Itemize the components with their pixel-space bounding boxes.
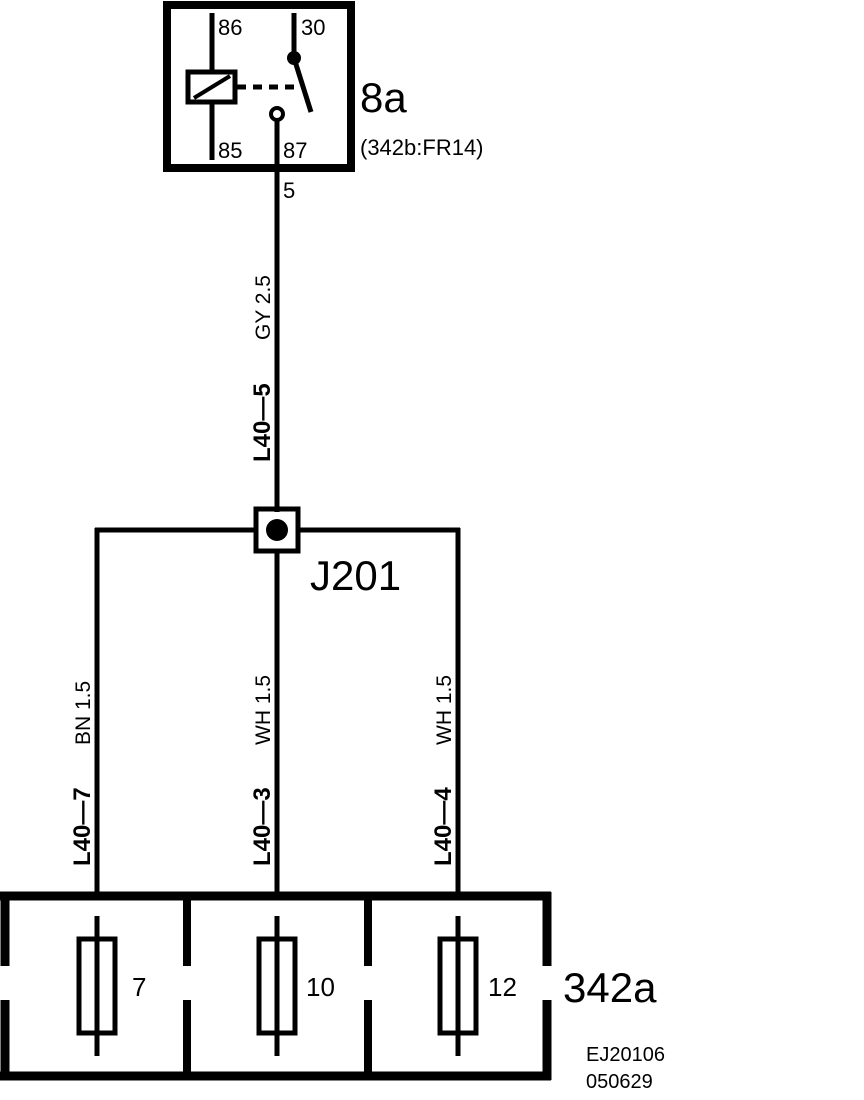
relay-location: (342b:FR14) bbox=[360, 135, 484, 160]
pin-30-label: 30 bbox=[301, 15, 325, 40]
coil-icon bbox=[185, 69, 238, 105]
junction-dot bbox=[266, 519, 288, 541]
wire-right-connector: L40—4 bbox=[430, 787, 457, 866]
fuse-10-label: 10 bbox=[306, 972, 335, 1002]
fusebox-id: 342a bbox=[563, 964, 657, 1011]
pin-86-label: 86 bbox=[218, 15, 242, 40]
wire-center-connector: L40—3 bbox=[249, 787, 276, 866]
fusebox-342a: 7 10 12 bbox=[0, 891, 552, 1081]
fuse-12 bbox=[437, 916, 479, 1056]
junction-id: J201 bbox=[310, 552, 401, 599]
contact-87-open bbox=[269, 106, 285, 122]
wire-main-spec: GY 2.5 bbox=[252, 275, 275, 340]
fuse-7-label: 7 bbox=[132, 972, 146, 1002]
relay-8a: 86 30 85 87 bbox=[163, 1, 355, 172]
fuse-12-label: 12 bbox=[488, 972, 517, 1002]
drawing-ref-line1: EJ20106 bbox=[586, 1044, 665, 1066]
wire-right-spec: WH 1.5 bbox=[433, 675, 456, 745]
relay-id: 8a bbox=[360, 74, 407, 121]
wire-left-connector: L40—7 bbox=[69, 787, 96, 866]
pin-85-label: 85 bbox=[218, 138, 242, 163]
wire-main-connector: L40—5 bbox=[249, 383, 276, 462]
relay-box bbox=[163, 1, 355, 172]
fuse-7 bbox=[76, 916, 118, 1056]
drawing-ref-line2: 050629 bbox=[586, 1071, 653, 1093]
fuse-10 bbox=[256, 916, 298, 1056]
relay-out-pin: 5 bbox=[283, 178, 295, 203]
wire-left-spec: BN 1.5 bbox=[72, 681, 95, 745]
junction-j201 bbox=[253, 506, 301, 554]
switch-blade bbox=[291, 57, 314, 113]
pin-87-label: 87 bbox=[283, 138, 307, 163]
wire-center-spec: WH 1.5 bbox=[252, 675, 275, 745]
coil-diagonal bbox=[192, 74, 232, 100]
